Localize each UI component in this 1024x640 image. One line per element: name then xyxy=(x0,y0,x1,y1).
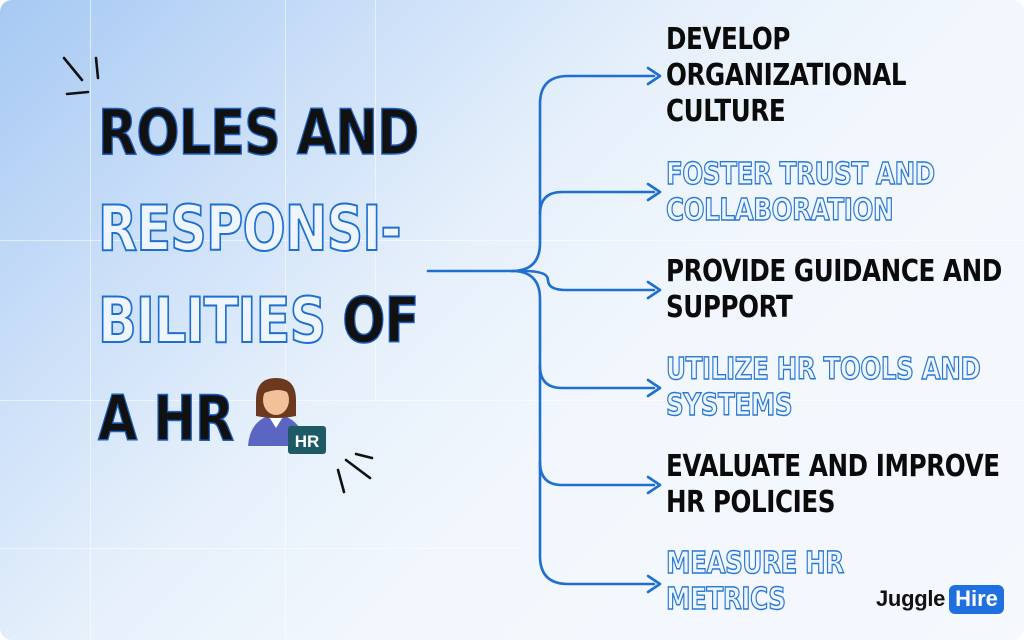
grid-line xyxy=(0,548,520,549)
grid-line xyxy=(285,0,286,640)
arrow-head-6 xyxy=(646,574,662,594)
branch-line: HR POLICIES xyxy=(666,485,836,520)
grid-line xyxy=(375,0,376,400)
title-line-3: BILITIES OF xyxy=(97,289,420,353)
connector-branch-2 xyxy=(538,190,656,216)
branch-hr-policies: EVALUATE AND IMPROVE HR POLICIES xyxy=(666,449,1000,521)
branch-line: EVALUATE AND IMPROVE xyxy=(666,449,1000,484)
connector-lower-curve xyxy=(510,269,656,586)
branch-line: METRICS xyxy=(665,581,786,617)
title-line-2: RESPONSI- xyxy=(97,192,402,265)
arrow-head-3 xyxy=(646,280,662,300)
grid-line xyxy=(0,400,1024,401)
sparkle-bottom-icon xyxy=(336,452,374,494)
branch-line: FOSTER TRUST AND xyxy=(665,156,935,192)
branch-line: PROVIDE GUIDANCE AND xyxy=(666,254,1002,289)
branch-guidance-support: PROVIDE GUIDANCE AND SUPPORT xyxy=(666,254,1002,326)
arrow-head-5 xyxy=(646,475,662,495)
branch-hr-tools: UTILIZE HR TOOLS AND SYSTEMS xyxy=(665,351,981,424)
branch-line: DEVELOP xyxy=(666,22,790,57)
branch-line: SYSTEMS xyxy=(665,387,793,423)
arrow-head-1 xyxy=(646,66,662,86)
logo-word: Juggle xyxy=(876,586,946,611)
hr-person-icon xyxy=(248,378,326,454)
title-line-4: A HR xyxy=(97,382,235,455)
title-line-3-outline: BILITIES xyxy=(97,284,327,357)
arrow-head-2 xyxy=(646,182,662,202)
logo-box: Hire xyxy=(949,584,1004,614)
hr-badge-label: HR xyxy=(295,432,320,451)
branch-line: MEASURE HR xyxy=(665,545,844,581)
sparkle-top-icon xyxy=(62,56,100,96)
branch-hr-metrics: MEASURE HR METRICS xyxy=(665,545,844,618)
jugglehire-logo: Juggle Hire xyxy=(876,582,1004,616)
branch-develop-culture: DEVELOP ORGANIZATIONAL CULTURE xyxy=(666,22,907,130)
connector-upper-curve xyxy=(510,74,656,273)
branch-foster-trust: FOSTER TRUST AND COLLABORATION xyxy=(665,156,935,229)
grid-line xyxy=(0,240,1024,241)
title-line-1: ROLES AND xyxy=(97,96,420,169)
branch-line: UTILIZE HR TOOLS AND xyxy=(665,351,981,387)
grid-line xyxy=(90,0,91,640)
branch-line: ORGANIZATIONAL xyxy=(666,58,907,93)
branch-line: COLLABORATION xyxy=(665,192,894,228)
title-line-3-solid: OF xyxy=(342,284,420,357)
arrow-head-4 xyxy=(646,378,662,398)
branch-line: CULTURE xyxy=(666,94,786,129)
connector-branch-5 xyxy=(538,460,656,487)
branch-line: SUPPORT xyxy=(666,290,793,325)
connector-branch-3 xyxy=(522,269,656,292)
connector-branch-4 xyxy=(538,364,656,390)
